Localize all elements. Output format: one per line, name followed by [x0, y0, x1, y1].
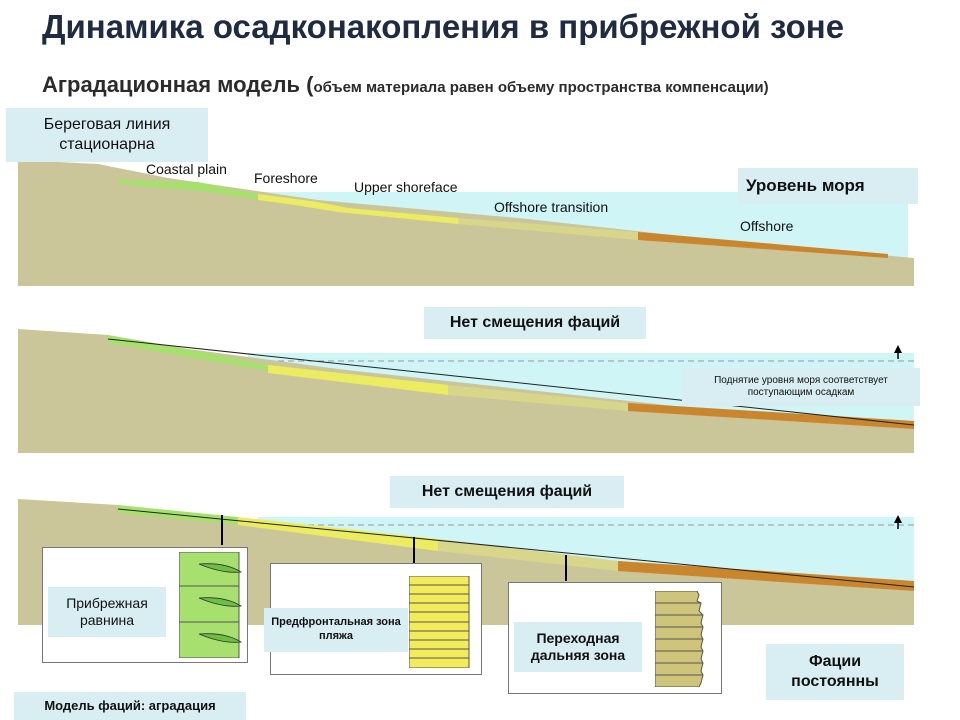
bedding-line	[107, 338, 914, 426]
label-offshore-transition-box: Переходная дальняя зона	[514, 622, 642, 672]
facies-label-upper-shoreface: Upper shoreface	[354, 179, 458, 195]
label-coastal-plain-box: Прибрежная равнина	[48, 587, 166, 637]
no-facies-shift-box-2: Нет смещения фаций	[390, 476, 624, 508]
foreshore-facies	[258, 194, 348, 212]
bedding-line	[117, 508, 914, 588]
foreshore-facies-2	[338, 208, 458, 224]
sea-rise-arrowhead	[894, 515, 902, 523]
sea-rise-arrowhead	[894, 345, 902, 353]
upper-shoreface-facies	[448, 385, 628, 411]
page-subtitle: Аградационная модель (объем материала ра…	[42, 72, 769, 98]
facies-constant-box: Фации постоянны	[766, 644, 904, 700]
upper-shoreface-facies	[438, 539, 618, 571]
facies-label-coastal-plain: Coastal plain	[146, 161, 227, 177]
shoreline-stationary-box: Береговая линия стационарна	[6, 108, 208, 162]
page-title: Динамика осадконакопления в прибрежной з…	[42, 8, 845, 45]
facies-model-label: Модель фаций: аградация	[14, 692, 246, 720]
foreshore-facies	[268, 365, 448, 395]
column-coastal-plain	[179, 552, 243, 658]
coastal-plain-facies	[118, 180, 258, 200]
no-facies-shift-box-1: Нет смещения фаций	[424, 307, 646, 339]
upper-shoreface-facies	[458, 218, 638, 240]
offshore-facies	[638, 232, 888, 258]
sea-level-box: Уровень моря	[738, 168, 918, 204]
subtitle-main: Аградационная модель (	[42, 72, 314, 97]
offshore-facies	[628, 403, 914, 429]
offshore-facies	[618, 561, 914, 591]
sea-level-rise-note-box: Поднятие уровня моря соответствует посту…	[682, 368, 920, 406]
facies-label-foreshore: Foreshore	[254, 170, 318, 186]
column-foreshore	[409, 576, 470, 668]
column-offshore-transition	[655, 591, 704, 687]
label-foreshore-box: Предфронтальная зона пляжа	[264, 608, 408, 652]
facies-label-offshore: Offshore	[740, 218, 794, 234]
facies-label-offshore-transition: Offshore transition	[494, 199, 609, 215]
subtitle-note: объем материала равен объему пространств…	[313, 79, 769, 96]
coastal-plain-facies	[108, 335, 268, 371]
